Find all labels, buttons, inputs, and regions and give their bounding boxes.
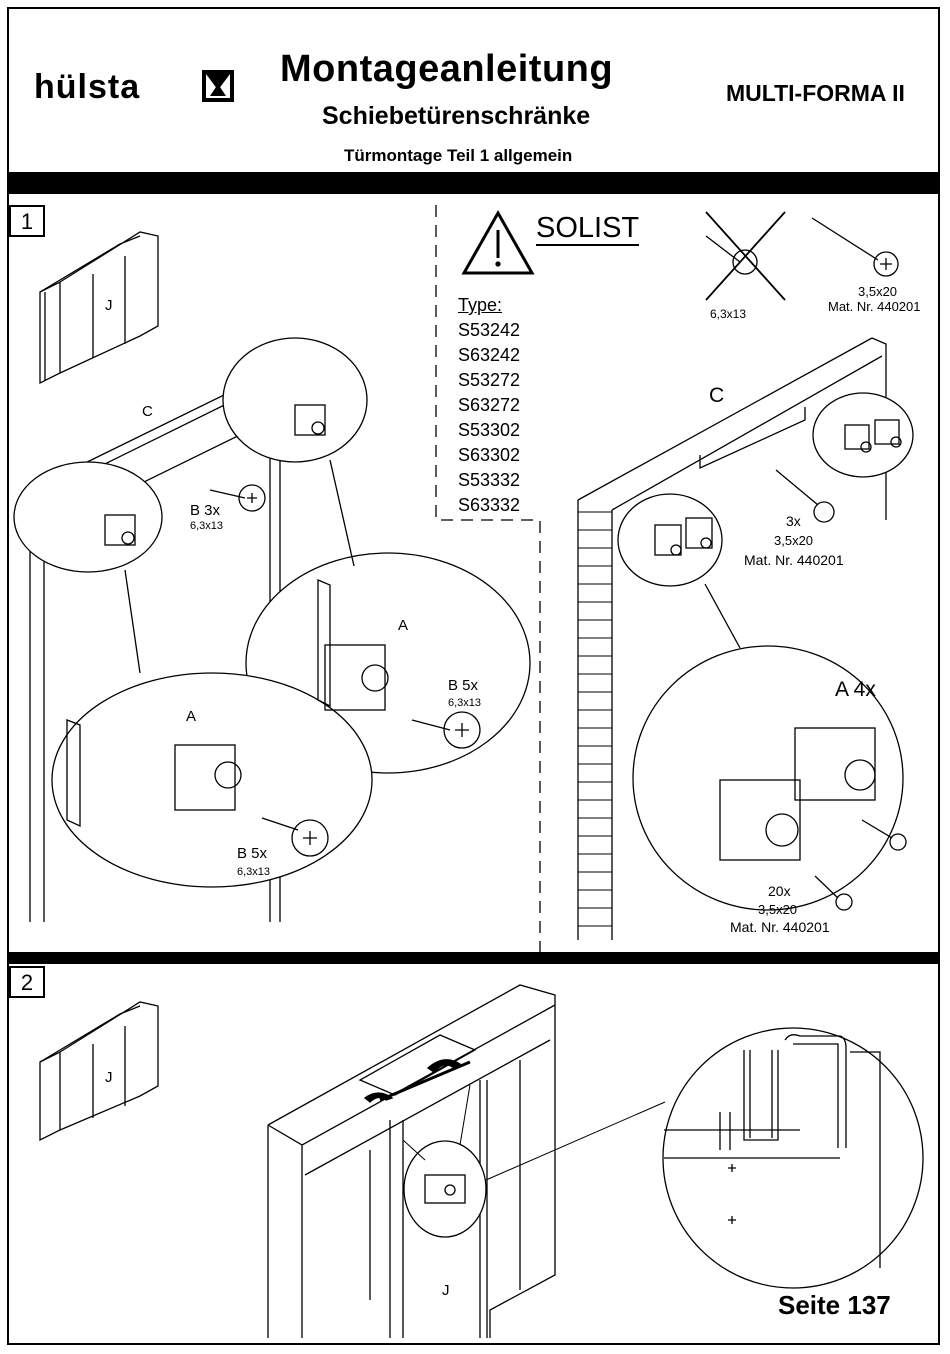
type-item: S53242 [458, 320, 521, 340]
screw-qty-right-2: 20x [768, 883, 791, 899]
part-size-b3x: 6,3x13 [190, 520, 224, 532]
part-label-a-lower: A [186, 708, 197, 725]
bracket-sketch-step2 [424, 1174, 466, 1204]
ok-screw-mat: Mat. Nr. 440201 [828, 299, 921, 314]
rail-label-right: C [709, 384, 725, 407]
part-label-b3x: B 3x [190, 502, 221, 519]
page-title: Montageanleitung [280, 48, 614, 90]
cabinet-icon-step1 [39, 231, 159, 385]
right-panel-rack [578, 511, 612, 927]
part-label-a-upper: A [398, 617, 409, 634]
part-label-b5x-upper: B 5x [448, 677, 479, 694]
detail-circle-2 [222, 337, 368, 463]
ok-screw-size: 3,5x20 [858, 284, 898, 299]
type-item: S53272 [458, 370, 521, 390]
bracket-sketch-right [654, 419, 902, 861]
part-size-b5x-lower: 6,3x13 [237, 866, 271, 878]
step-number-2: 2 [9, 966, 45, 998]
crossed-screw-icon [705, 211, 786, 301]
part-label-a4x: A 4x [835, 678, 876, 701]
brand-logo-text: hülsta [34, 68, 141, 106]
screw-mat-right-1: Mat. Nr. 440201 [744, 552, 844, 568]
part-size-b5x-upper: 6,3x13 [448, 697, 482, 709]
warning-triangle-icon [461, 209, 535, 275]
type-item: S53302 [458, 420, 521, 440]
detail-circle-6 [617, 493, 723, 587]
type-item: S63332 [458, 495, 521, 515]
cabinet-label-1: J [105, 297, 113, 314]
cabinet-icon-step2 [39, 1001, 159, 1142]
type-item: S63272 [458, 395, 521, 415]
screw-icons-right [775, 469, 907, 911]
separator-bar-middle [7, 952, 940, 964]
page-frame [7, 7, 940, 1345]
type-item: S63302 [458, 445, 521, 465]
cabinet-label-2: J [105, 1069, 113, 1086]
detail-circle-7 [632, 645, 904, 911]
type-item: S63242 [458, 345, 521, 365]
type-heading: Type: [458, 295, 503, 315]
crossed-screw-size: 6,3x13 [710, 307, 747, 321]
product-name: MULTI-FORMA II [726, 80, 905, 106]
separator-bar-top [7, 172, 940, 194]
arrow-icons [363, 1059, 462, 1103]
screw-size-right-2: 3,5x20 [758, 902, 798, 917]
rail-label-left: C [142, 403, 153, 420]
rail-profile-detail [664, 1034, 881, 1268]
screw-size-right-1: 3,5x20 [774, 533, 814, 548]
page-number: Seite 137 [778, 1290, 891, 1320]
page-subtitle: Schiebetürenschränke [322, 102, 591, 130]
part-label-b5x-lower: B 5x [237, 845, 268, 862]
wardrobe-drawing [267, 984, 556, 1338]
solist-divider [435, 205, 541, 952]
screw-icons-left [209, 484, 481, 857]
detail-circle-5 [812, 392, 914, 478]
step-number-1: 1 [9, 205, 45, 237]
type-list: Type: S53242 S63242 S53272 S63272 S53302… [458, 293, 520, 518]
door-label: J [442, 1282, 450, 1299]
bracket-sketch-left [66, 404, 389, 828]
solist-label: SOLIST [536, 212, 640, 246]
screw-mat-right-2: Mat. Nr. 440201 [730, 919, 830, 935]
screw-qty-right-1: 3x [786, 513, 801, 529]
screw-ok-icon [811, 217, 899, 277]
type-item: S53332 [458, 470, 521, 490]
section-title: Türmontage Teil 1 allgemein [344, 146, 573, 165]
